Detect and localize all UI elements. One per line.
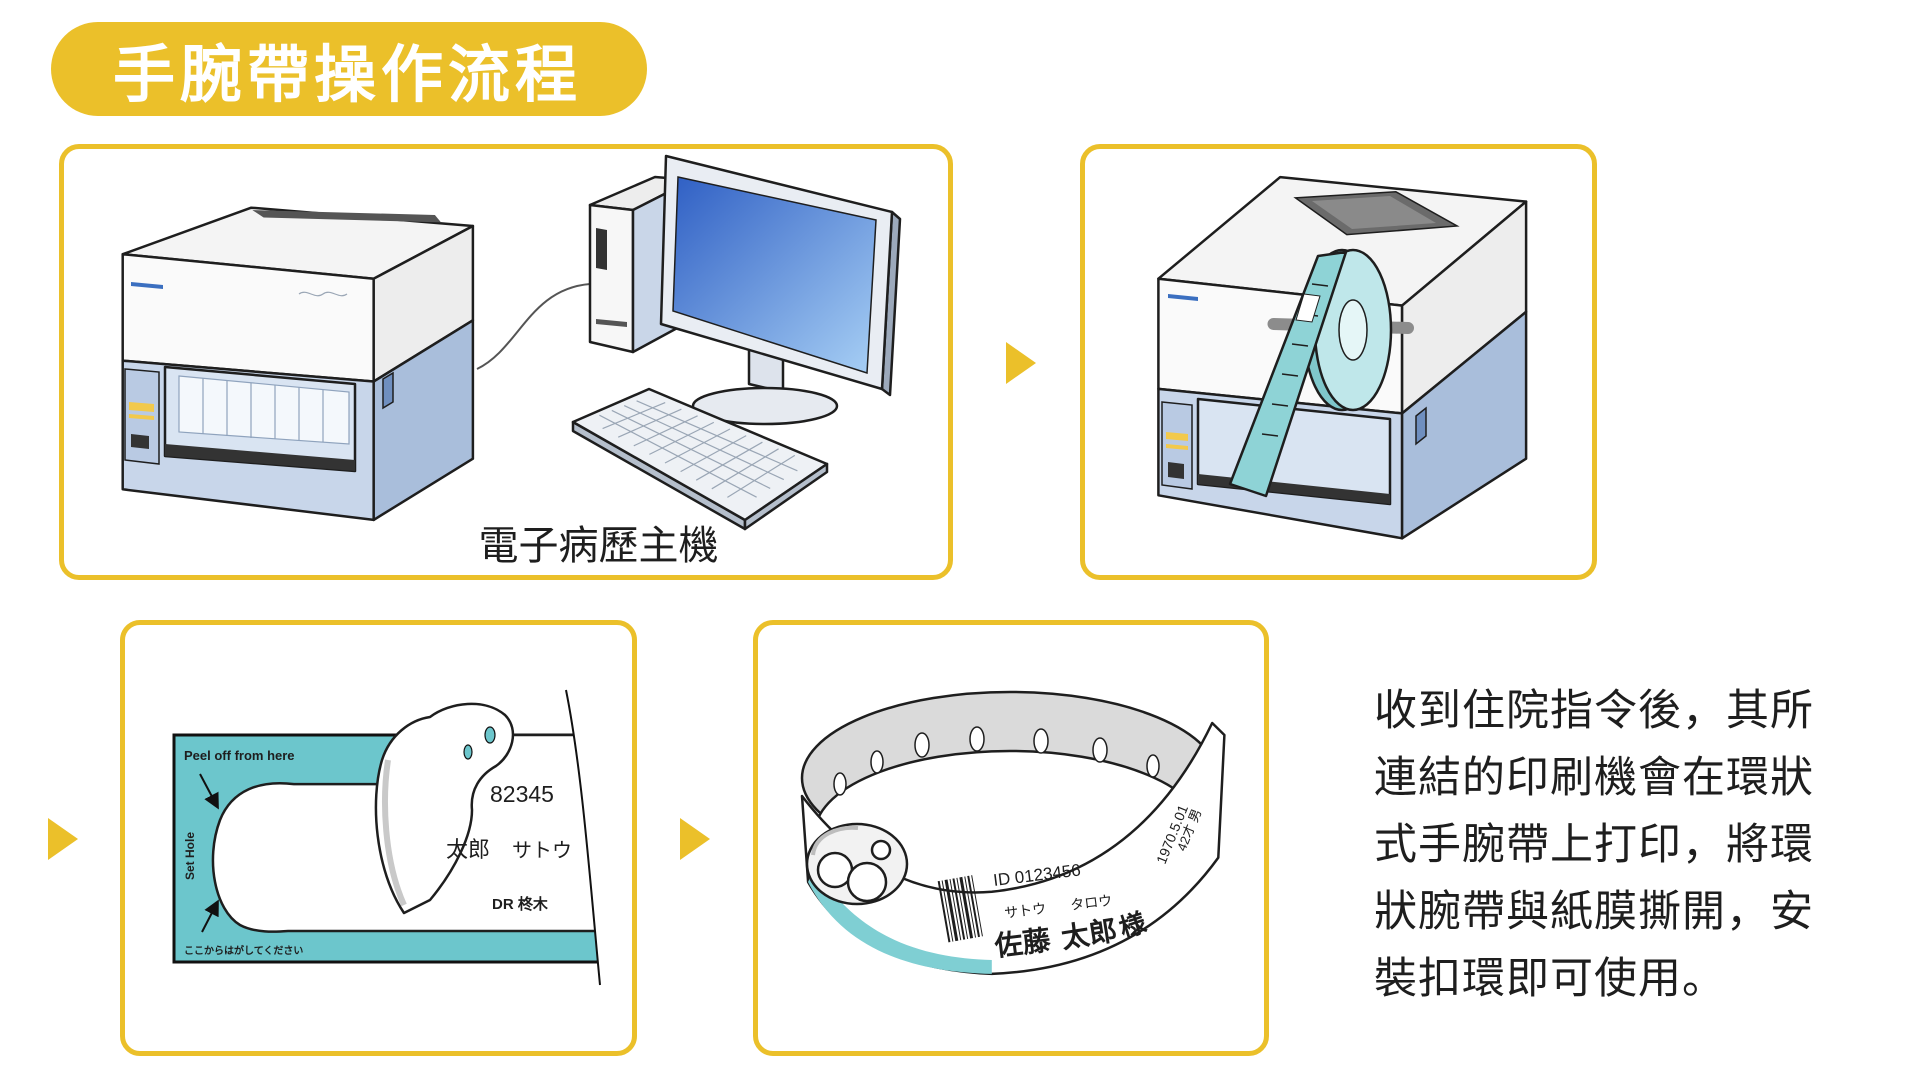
process-description: 收到住院指令後，其所 連結的印刷機會在環狀 式手腕帶上打印，將環 狀腕帶與紙膜撕… <box>1374 678 1854 1013</box>
monitor-icon <box>659 154 902 426</box>
arrow-right-icon <box>680 818 710 860</box>
wristband-label-sheet-icon: Peel off from here Set Hole ここからはがしてください… <box>172 689 632 986</box>
fastened-wristband-icon: ID 0123456 サトウ タロウ 佐藤 太郎 様 1970.5.01 42才… <box>800 690 1226 976</box>
peel-instruction: Peel off from here <box>184 748 295 763</box>
printer-with-wristband-roll-icon <box>1157 175 1528 540</box>
sheet-edge-mask <box>566 690 632 985</box>
label-number: 82345 <box>490 781 554 807</box>
band-hole-icon <box>870 750 884 774</box>
step-3-panel: Peel off from here Set Hole ここからはがしてください… <box>120 620 637 1056</box>
peeled-flap <box>374 702 515 915</box>
description-line: 裝扣環即可使用。 <box>1374 955 1726 1003</box>
wristband-teal-stripe <box>808 868 992 974</box>
patient-family-name: 佐藤 <box>992 924 1053 962</box>
label-printer-icon <box>121 206 475 522</box>
band-hole-icon <box>969 726 985 752</box>
patient-kana-given: タロウ <box>1069 892 1113 913</box>
peel-note-jp: ここからはがしてください <box>184 944 303 957</box>
band-hole-icon <box>1146 754 1160 778</box>
set-hole-label: Set Hole <box>183 832 197 880</box>
wristband-clasp-icon <box>805 822 909 906</box>
band-hole-icon <box>1092 737 1108 763</box>
hole-icon <box>463 744 473 760</box>
page-title: 手腕帶操作流程 <box>113 41 583 110</box>
patient-kana-family: サトウ <box>1003 900 1047 921</box>
cable <box>476 283 591 370</box>
band-hole-icon <box>1033 728 1049 754</box>
step-4-panel: ID 0123456 サトウ タロウ 佐藤 太郎 様 1970.5.01 42才… <box>753 620 1269 1056</box>
description-line: 狀腕帶與紙膜撕開，安 <box>1374 888 1814 936</box>
arrow-right-icon <box>1006 342 1036 384</box>
label-name: 太郎 <box>446 837 490 862</box>
step-1-panel: 電子病歷主機 <box>59 144 953 580</box>
keyboard-icon <box>571 387 829 531</box>
description-line: 式手腕帶上打印，將環 <box>1374 821 1814 869</box>
printer-and-computer-icon <box>121 154 902 531</box>
hole-icon <box>484 726 496 744</box>
arrow-right-icon <box>48 818 78 860</box>
wristband-roll-icon <box>1228 248 1414 498</box>
label-kana: サトウ <box>512 840 572 862</box>
description-line: 連結的印刷機會在環狀 <box>1374 754 1814 802</box>
label-doctor: DR 柊木 <box>492 895 549 913</box>
step-2-panel <box>1080 144 1597 580</box>
description-line: 收到住院指令後，其所 <box>1374 687 1814 735</box>
step-1-caption: 電子病歷主機 <box>478 524 719 568</box>
band-hole-icon <box>833 772 847 796</box>
title-banner: 手腕帶操作流程 <box>51 22 647 116</box>
band-hole-icon <box>914 732 930 758</box>
arrow-icon <box>199 773 219 810</box>
barcode-icon <box>937 875 983 943</box>
arrow-icon <box>201 899 219 933</box>
